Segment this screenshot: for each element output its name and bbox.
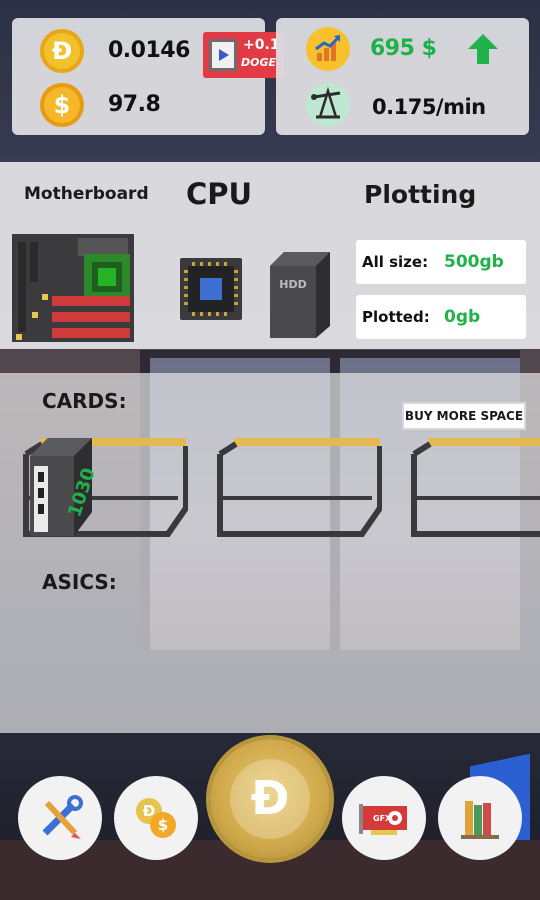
dollar-coin-icon: $ (40, 83, 84, 127)
card-shelf-3[interactable] (406, 438, 540, 538)
card-shelf-2[interactable] (212, 438, 382, 538)
hdd-label: HDD (279, 278, 307, 291)
asics-label: ASICS: (42, 570, 117, 594)
tools-button[interactable] (18, 776, 102, 860)
mining-rate: 0.175/min (372, 95, 486, 119)
gpu-card (30, 438, 92, 536)
cpu-slot[interactable] (180, 258, 242, 320)
plotted-label: Plotted: (362, 308, 430, 326)
doge-price: 695 $ (370, 36, 437, 61)
books-icon (461, 801, 499, 839)
buy-more-space-button[interactable]: BUY MORE SPACE (402, 402, 526, 430)
ad-reward-unit: DOGE (241, 56, 277, 69)
motherboard-label: Motherboard (24, 184, 149, 204)
card-shelf-1[interactable]: 1030 (18, 438, 188, 538)
cards-label: CARDS: (42, 389, 127, 413)
motherboard-slot[interactable] (12, 234, 134, 342)
video-icon (209, 39, 237, 71)
shelf-icon (23, 438, 188, 537)
all-size-box: All size: 500gb (356, 240, 526, 284)
hdd-icon (270, 252, 330, 338)
plotted-box: Plotted: 0gb (356, 295, 526, 339)
cpu-label: CPU (186, 177, 253, 211)
all-size-value: 500gb (444, 252, 504, 272)
ad-reward-amount: +0.1 (243, 37, 280, 53)
gpu-shop-button[interactable]: GFX (342, 776, 426, 860)
coin-exchange-icon: Ð $ (136, 798, 176, 838)
chart-icon (306, 27, 350, 71)
usd-balance: 97.8 (108, 92, 161, 117)
gfx-label: GFX (373, 814, 392, 823)
plotted-value: 0gb (444, 307, 481, 327)
svg-text:$: $ (158, 816, 168, 834)
doge-balance: 0.0146 (108, 38, 190, 63)
watch-ad-reward-button[interactable]: +0.1 DOGE (203, 32, 284, 78)
plotting-label: Plotting (364, 180, 477, 209)
rigs-panel (0, 373, 540, 733)
svg-text:Ð: Ð (251, 771, 290, 825)
mine-doge-button[interactable]: Ð (210, 739, 330, 859)
arrow-up-icon (468, 34, 498, 64)
wrench-pencil-icon (42, 795, 83, 839)
oil-rig-icon (306, 83, 350, 127)
svg-text:Ð: Ð (143, 802, 156, 820)
all-size-label: All size: (362, 253, 429, 271)
exchange-button[interactable]: Ð $ (114, 776, 198, 860)
doge-face-icon: Ð (230, 759, 310, 839)
doge-coin-icon: Ð (40, 29, 84, 73)
window-frame (140, 350, 520, 358)
library-button[interactable] (438, 776, 522, 860)
gpu-card-icon (359, 804, 407, 835)
hdd-slot[interactable]: HDD (270, 252, 330, 338)
